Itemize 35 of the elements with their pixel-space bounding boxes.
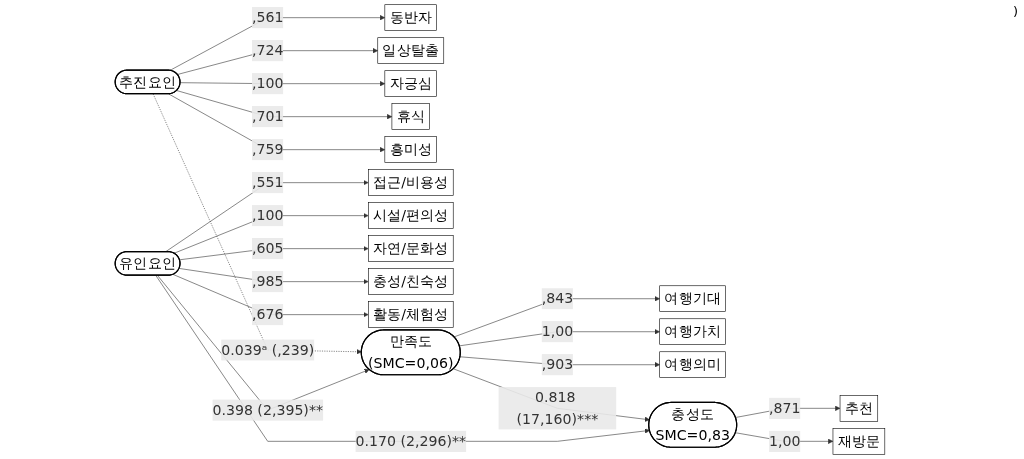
edge-label: ,100 [251, 207, 284, 224]
node-box: 접근/비용성 [368, 169, 454, 196]
node-box: 여행의미 [659, 351, 726, 378]
edge-label: ,871 [769, 400, 801, 417]
node-box: 동반자 [384, 4, 437, 31]
edge-label: 1,00 [541, 323, 574, 340]
edge-label: 0.818 (17,160)*** [516, 389, 599, 428]
edge-label: ,676 [251, 306, 284, 323]
edge-label: ,701 [251, 108, 284, 125]
node-box: 휴식 [391, 103, 430, 130]
node-box: 여행기대 [659, 285, 726, 312]
node-box: 자연/문화성 [368, 235, 454, 262]
node-box: 충성/친숙성 [368, 268, 454, 295]
edge-label: 0.039ᵃ (,239) [221, 341, 315, 359]
note-text: ) [1012, 4, 1018, 19]
edge-label: ,985 [251, 273, 284, 290]
edge-label: ,100 [251, 75, 284, 92]
node-box: 여행가치 [659, 318, 726, 345]
edge-label: 1,00 [769, 433, 801, 450]
edge-label: ,561 [251, 9, 284, 26]
edge-label: ,551 [251, 174, 284, 191]
node-box: 활동/체험성 [368, 301, 454, 328]
edge-label: ,724 [251, 42, 284, 59]
edge-label: 0.398 (2,395)** [212, 401, 324, 419]
node-box: 재방문 [832, 428, 886, 455]
node-box: 시설/편의성 [368, 202, 454, 229]
edge-label: ,903 [541, 356, 574, 373]
node-box: 자긍심 [384, 70, 437, 97]
edge-label: ,843 [541, 290, 574, 307]
node-box: 흥미성 [384, 136, 437, 163]
edge-label: ,759 [251, 141, 284, 158]
edge-label: ,605 [251, 240, 284, 257]
node-box: 추천 [839, 395, 879, 422]
node-box: 일상탈출 [377, 37, 445, 64]
edge-label: 0.170 (2,296)** [355, 433, 467, 450]
